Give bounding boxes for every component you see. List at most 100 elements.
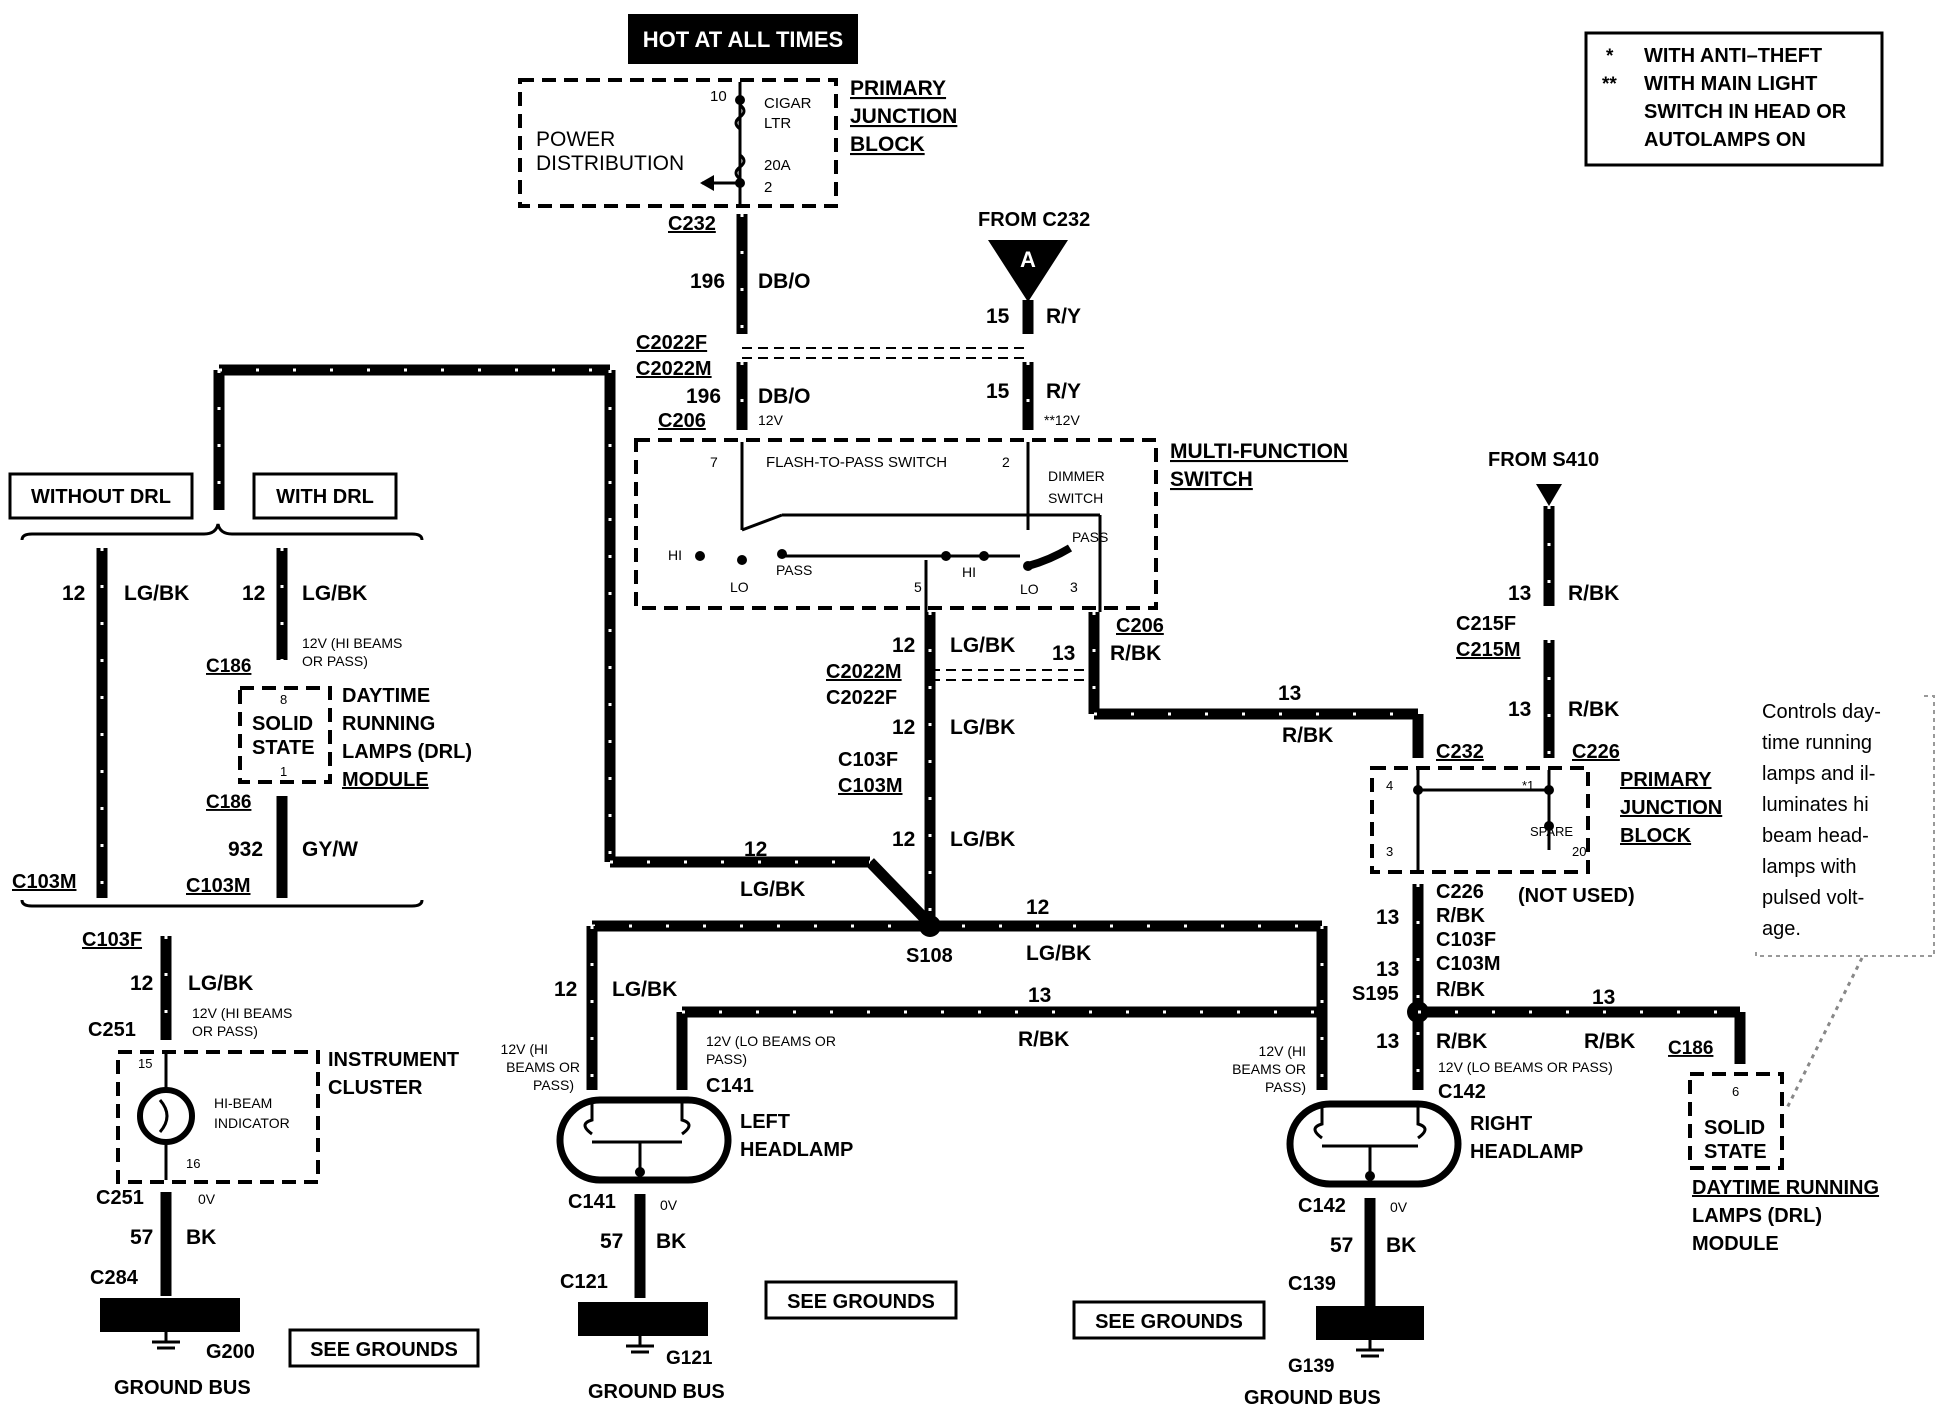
rbk-rh: R/BK	[1436, 1030, 1487, 1053]
c206-b: C206	[1116, 615, 1164, 637]
c103m-a: C103M	[12, 871, 76, 893]
w13-c226: 13	[1376, 906, 1399, 929]
lgbk-left: LG/BK	[124, 582, 189, 605]
rbk-mid: R/BK	[1110, 642, 1161, 665]
c186-a: C186	[206, 656, 251, 677]
note-5: beam head-	[1762, 825, 1869, 847]
cigar-label: CIGAR	[764, 95, 812, 112]
legend-star2: **	[1602, 74, 1617, 95]
c2022m-a: C2022M	[636, 358, 712, 380]
c141-a: C141	[706, 1075, 754, 1097]
fuse-label: 20A	[764, 157, 791, 174]
gyw: GY/W	[302, 838, 358, 861]
w13-s410b: 13	[1508, 698, 1531, 721]
drl2-label-2: LAMPS (DRL)	[1692, 1205, 1822, 1227]
drl2-1: SOLID	[1704, 1117, 1765, 1139]
ltr-label: LTR	[764, 115, 791, 132]
bk-a: BK	[186, 1226, 216, 1249]
ic-box	[116, 1050, 320, 1184]
note-7: pulsed volt-	[1762, 887, 1864, 909]
w13-rh: 13	[1376, 1030, 1399, 1053]
v12-hi-pass-b-2: OR PASS)	[192, 1023, 258, 1039]
w57-b: 57	[600, 1230, 623, 1253]
v0-a: 0V	[198, 1191, 216, 1207]
legend-box	[1584, 31, 1884, 167]
w15a: 15	[986, 305, 1010, 328]
v12-hi-pass-a-2: OR PASS)	[302, 653, 368, 669]
w12-left: 12	[62, 582, 85, 605]
pjb2-3: BLOCK	[1620, 825, 1692, 847]
hot-label: HOT AT ALL TIMES	[643, 27, 843, 52]
without-drl-box	[8, 472, 194, 520]
see-grounds-b-box[interactable]	[764, 1280, 958, 1320]
v12-lh-hi-3: PASS)	[533, 1077, 574, 1093]
ground-bus-b-icon	[578, 1302, 708, 1336]
lgbk-lh: LG/BK	[612, 978, 677, 1001]
c206-a: C206	[658, 410, 706, 432]
see-grounds-c[interactable]: SEE GROUNDS	[1095, 1311, 1243, 1333]
legend-line4: AUTOLAMPS ON	[1644, 129, 1806, 151]
g139: G139	[1288, 1356, 1334, 1377]
rbk-s195: R/BK	[1436, 979, 1485, 1001]
connector-a-triangle	[988, 240, 1068, 302]
w12-lh: 12	[554, 978, 577, 1001]
see-grounds-b[interactable]: SEE GROUNDS	[787, 1291, 935, 1313]
w13-rlo: 13	[1592, 986, 1615, 1009]
pjb2-box	[1370, 766, 1590, 874]
pjb2-p4: 4	[1386, 778, 1393, 793]
ic-p16: 16	[186, 1156, 200, 1171]
bk-b: BK	[656, 1230, 686, 1253]
w57-c: 57	[1330, 1234, 1353, 1257]
mfs-p5: 5	[914, 579, 922, 595]
mfs-p3: 3	[1070, 579, 1078, 595]
see-grounds-a-box[interactable]	[288, 1328, 480, 1368]
rbk-c226: R/BK	[1436, 905, 1485, 927]
right-hl-1: RIGHT	[1470, 1113, 1532, 1135]
see-grounds-a[interactable]: SEE GROUNDS	[310, 1339, 458, 1361]
note-panel	[1748, 688, 1924, 948]
pjb-top-label-3: BLOCK	[850, 133, 925, 156]
rbk-rbk: R/BK	[1282, 724, 1333, 747]
drl2-p6: 6	[1732, 1084, 1739, 1099]
drl2-box	[1688, 1072, 1784, 1170]
ground-bus-a: GROUND BUS	[114, 1377, 251, 1399]
mfs-hi1: HI	[668, 547, 682, 563]
w12-right: 12	[1026, 896, 1049, 919]
power-dist-2: DISTRIBUTION	[536, 152, 684, 175]
see-grounds-c-box[interactable]	[1072, 1300, 1266, 1340]
dimmer-2: SWITCH	[1048, 490, 1103, 506]
rbk-rlo: R/BK	[1584, 1030, 1635, 1053]
note-3: lamps and il-	[1762, 763, 1875, 785]
c103f-b: C103F	[838, 749, 898, 771]
drl2-label-3: MODULE	[1692, 1233, 1779, 1255]
v12-lh-hi-2: BEAMS OR	[506, 1059, 580, 1075]
v0-b: 0V	[660, 1197, 678, 1213]
mfs-hi2: HI	[962, 564, 976, 580]
w196a: 196	[690, 270, 725, 293]
v12s: **12V	[1044, 412, 1080, 428]
c142-b: C142	[1298, 1195, 1346, 1217]
c103f-a: C103F	[82, 929, 142, 951]
c139: C139	[1288, 1273, 1336, 1295]
rbk-lo: R/BK	[1018, 1028, 1069, 1051]
mfs-lo2: LO	[1020, 581, 1039, 597]
right-headlamp-icon	[1286, 1100, 1462, 1188]
pjb2-1: PRIMARY	[1620, 769, 1712, 791]
pin-10: 10	[710, 88, 727, 105]
legend-star1: *	[1606, 46, 1614, 67]
drl-label-4: MODULE	[342, 769, 429, 791]
lgbk-long: LG/BK	[740, 878, 805, 901]
drl-label-1: DAYTIME	[342, 685, 430, 707]
note-2: time running	[1762, 732, 1872, 754]
left-hl-2: HEADLAMP	[740, 1139, 853, 1161]
with-drl-box	[252, 472, 398, 520]
w13-s195: 13	[1376, 958, 1399, 981]
note-pointer	[1784, 957, 1864, 1111]
legend-line1: WITH ANTI–THEFT	[1644, 45, 1822, 67]
mfs-lo1: LO	[730, 579, 749, 595]
mfs-label-1: MULTI-FUNCTION	[1170, 440, 1348, 463]
f2p-label: FLASH-TO-PASS SWITCH	[766, 454, 947, 471]
pjb2-p20: 20	[1572, 844, 1586, 859]
pin-2: 2	[764, 179, 772, 196]
